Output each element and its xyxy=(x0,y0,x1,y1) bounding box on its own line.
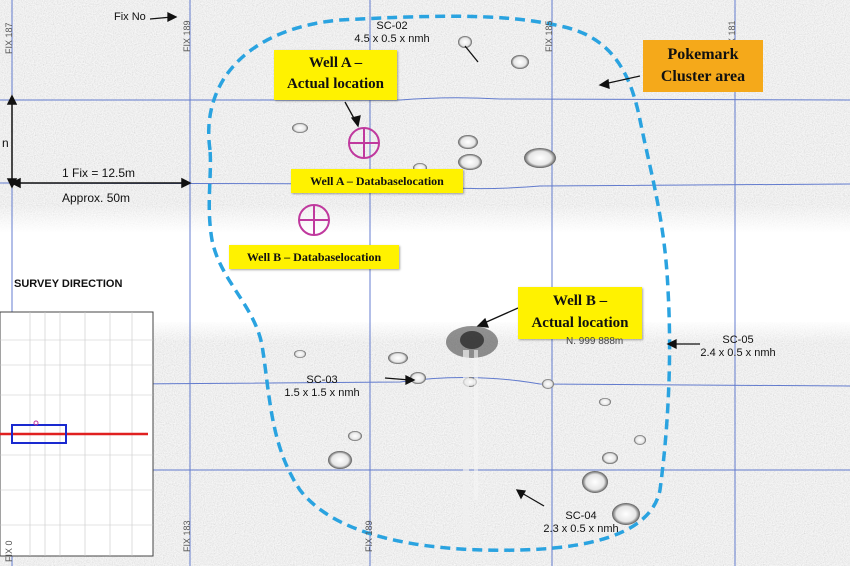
sc-05-label: SC-05 2.4 x 0.5 x nmh xyxy=(688,334,788,360)
fix-label: FIX 189 xyxy=(182,20,192,52)
dimension-arrows xyxy=(6,94,192,189)
survey-direction-label: SURVEY DIRECTION xyxy=(14,278,123,290)
well-a-actual-line1: Well A – xyxy=(308,55,363,71)
well-b-disturbance xyxy=(446,326,498,540)
pockmark-cluster-outline xyxy=(207,14,672,552)
nadir-gap xyxy=(0,232,850,322)
sc-02-id: SC-02 xyxy=(376,20,408,32)
well-a-database-marker xyxy=(348,127,380,159)
well-a-actual-line2: Actual location xyxy=(286,76,385,92)
pockmark-cluster-label: Pokemark Cluster area xyxy=(643,40,763,92)
pockmark-line2: Cluster area xyxy=(660,68,746,85)
sc-04-dims: 2.3 x 0.5 x nmh xyxy=(543,523,619,535)
fix-label: FIX 187 xyxy=(4,22,14,54)
fix-no-label: Fix No xyxy=(114,11,146,23)
fix-label: FIX 185 xyxy=(544,20,554,52)
sc-02-label: SC-02 4.5 x 0.5 x nmh xyxy=(342,20,442,46)
sc-03-label: SC-03 1.5 x 1.5 x nmh xyxy=(272,374,372,400)
sc-02-dims: 4.5 x 0.5 x nmh xyxy=(354,33,430,45)
sc-05-dims: 2.4 x 0.5 x nmh xyxy=(700,347,776,359)
well-b-database-marker xyxy=(298,204,330,236)
well-b-actual-line1: Well B – xyxy=(552,293,608,309)
survey-inset xyxy=(0,311,154,557)
pockmarks xyxy=(292,36,646,525)
well-b-actual-label: Well B – Actual location xyxy=(518,287,642,339)
pockmark-line1: Pokemark xyxy=(667,46,739,63)
sc-03-id: SC-03 xyxy=(306,374,338,386)
well-a-database-label: Well A – Databaselocation xyxy=(291,169,463,193)
partial-coordinate-text: N. 999 888m xyxy=(566,336,624,347)
fix-label: FIX 0 xyxy=(4,540,14,562)
sc-05-id: SC-05 xyxy=(722,334,754,346)
fix-label: FIX 189 xyxy=(364,520,374,552)
fix-label: FIX 183 xyxy=(182,520,192,552)
fix-distance-label: 1 Fix = 12.5m xyxy=(62,166,136,180)
scale-left-fragment: n xyxy=(2,136,9,150)
well-a-actual-label: Well A – Actual location xyxy=(274,50,397,100)
well-b-database-label: Well B – Databaselocation xyxy=(229,245,399,269)
approx-distance-label: Approx. 50m xyxy=(62,191,131,205)
sc-03-dims: 1.5 x 1.5 x nmh xyxy=(284,387,360,399)
sc-04-label: SC-04 2.3 x 0.5 x nmh xyxy=(531,510,631,536)
sc-04-id: SC-04 xyxy=(565,510,597,522)
well-b-actual-line2: Actual location xyxy=(531,315,629,331)
leader-arrows xyxy=(149,11,700,507)
